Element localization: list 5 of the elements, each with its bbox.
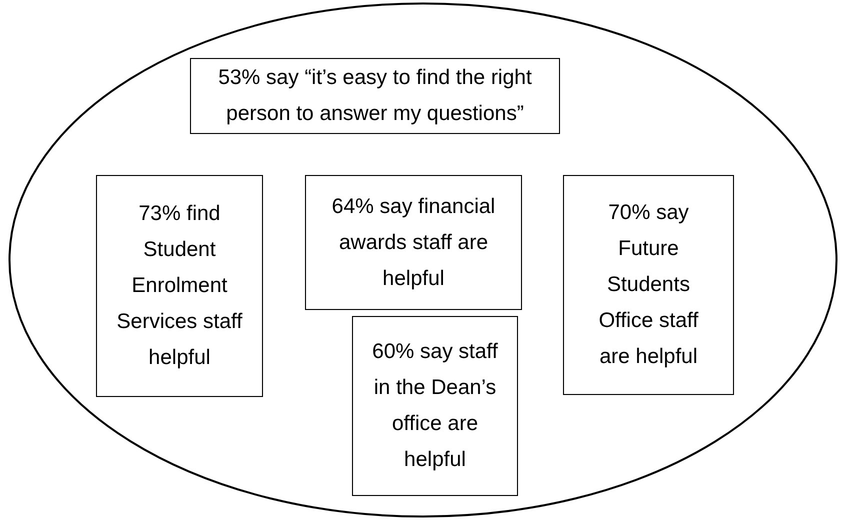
text-box: 60% say staff in the Dean’s office are helpful <box>352 316 518 496</box>
text-box: 53% say “it’s easy to find the right person to answer my questions” <box>190 58 560 134</box>
text-box: 73% find Student Enrolment Services staff helpful <box>96 175 263 397</box>
text-box: 64% say financial awards staff are helpful <box>305 175 522 310</box>
text-box: 70% say Future Students Office staff are helpful <box>563 175 734 395</box>
